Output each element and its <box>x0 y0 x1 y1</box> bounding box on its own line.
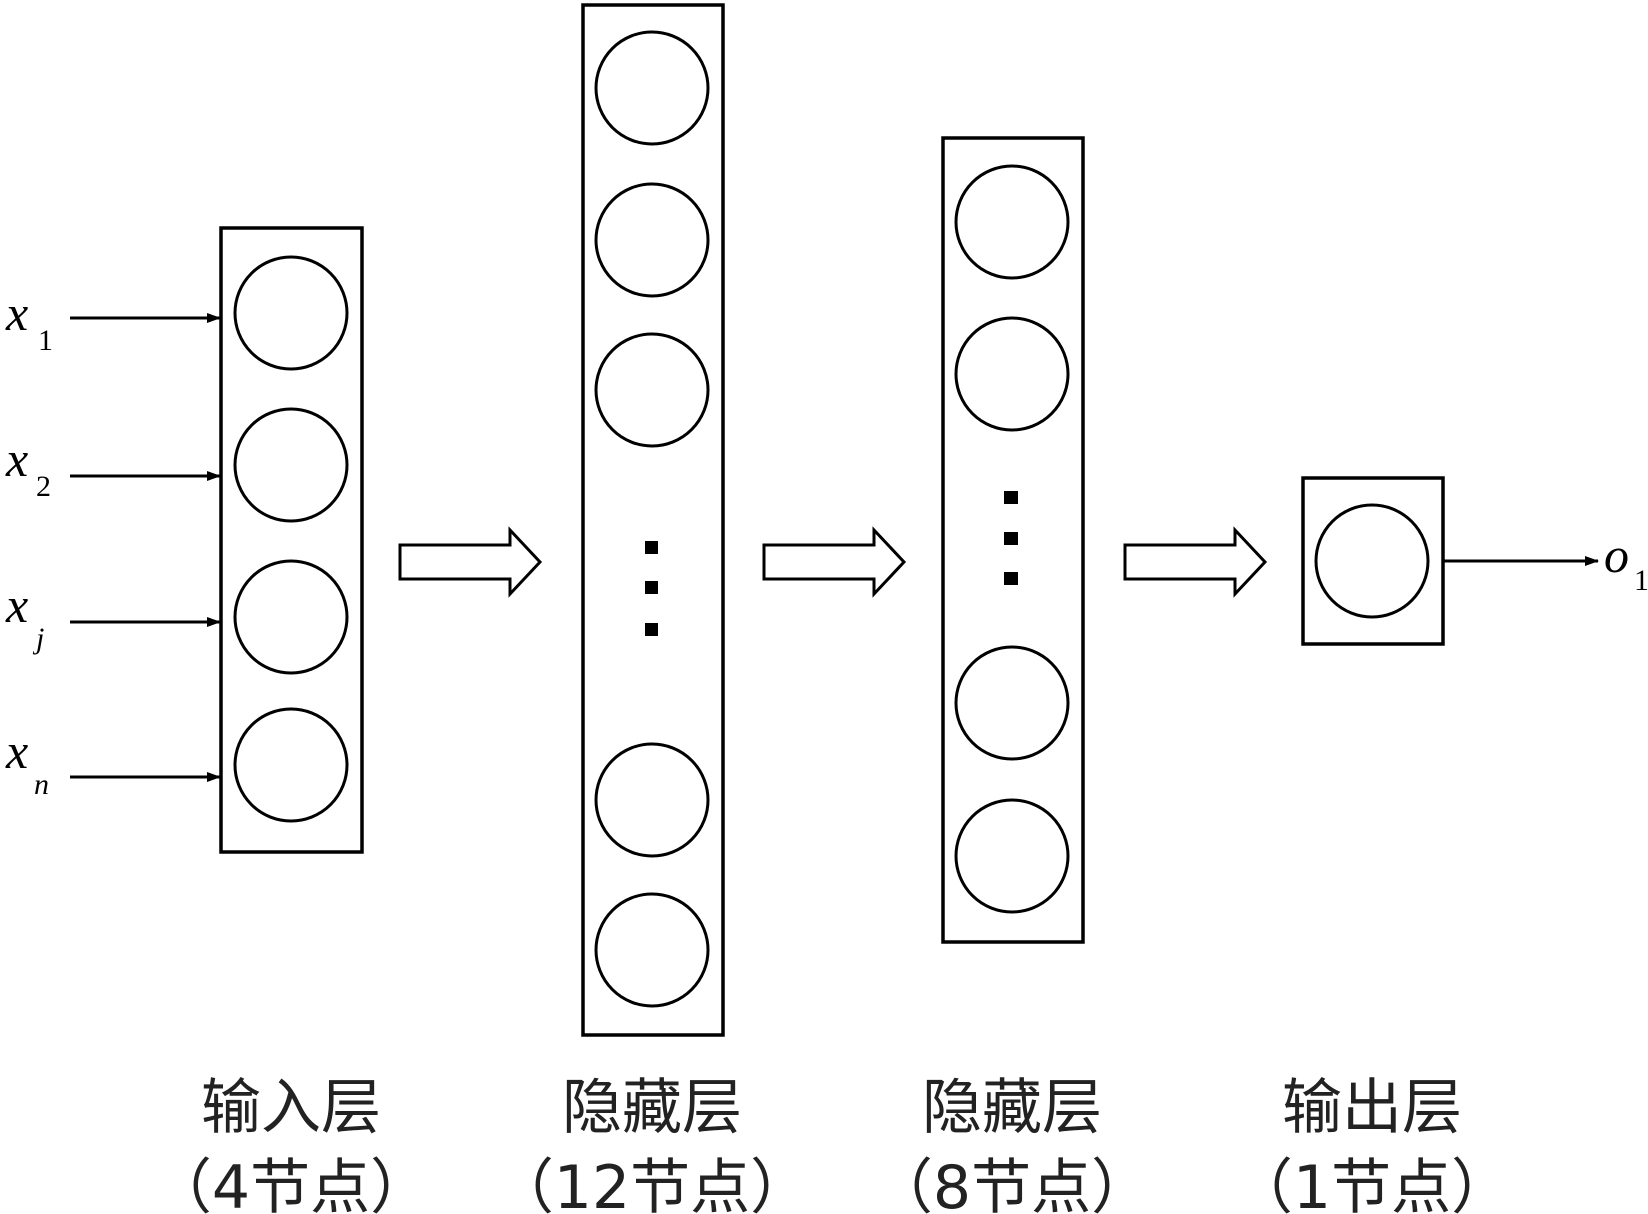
input-node-4 <box>233 707 349 823</box>
input-x1-symbol: x <box>5 285 28 341</box>
caption-input-layer-nodes: （4节点） <box>152 1153 430 1214</box>
output-layer <box>1301 476 1445 646</box>
hidden-layer-2 <box>941 136 1085 944</box>
input-node-3 <box>233 559 349 675</box>
caption-hidden-layer-1-nodes: （12节点） <box>494 1153 810 1214</box>
input-xj-symbol: x <box>5 577 28 633</box>
caption-hidden-layer-1: 隐藏层 （12节点） <box>494 1073 810 1214</box>
hidden-layer-1 <box>581 3 725 1037</box>
hidden2-node-4 <box>954 798 1070 914</box>
input-x2-symbol: x <box>5 431 28 487</box>
hidden1-ellipsis-dot-2 <box>645 581 658 594</box>
input-x2-subscript: 2 <box>36 470 51 503</box>
hidden2-node-1 <box>954 164 1070 280</box>
caption-output-layer: 输出层 （1节点） <box>1233 1073 1511 1214</box>
caption-input-layer: 输入层 （4节点） <box>152 1073 430 1214</box>
caption-hidden-layer-1-name: 隐藏层 <box>562 1073 742 1143</box>
caption-output-layer-nodes: （1节点） <box>1233 1153 1511 1214</box>
caption-output-layer-name: 输出层 <box>1282 1073 1462 1143</box>
output-o1-subscript: 1 <box>1634 564 1648 597</box>
output-o1-symbol: o <box>1604 527 1629 583</box>
caption-input-layer-name: 输入层 <box>201 1073 381 1143</box>
input-xn-symbol: x <box>5 723 28 779</box>
output-node-1 <box>1314 503 1430 619</box>
hidden1-ellipsis-dot-1 <box>645 541 658 554</box>
flow-arrow-2 <box>762 526 907 598</box>
hidden1-node-1 <box>594 30 710 146</box>
flow-arrow-1 <box>398 526 543 598</box>
hidden1-node-5 <box>594 892 710 1008</box>
input-x2-label: x 2 <box>5 431 51 503</box>
caption-hidden-layer-2: 隐藏层 （8节点） <box>873 1073 1151 1214</box>
input-x1-label: x 1 <box>5 285 53 357</box>
input-xj-subscript: j <box>32 622 44 655</box>
input-node-2 <box>233 407 349 523</box>
caption-hidden-layer-2-nodes: （8节点） <box>873 1153 1151 1214</box>
flow-arrow-3 <box>1123 526 1268 598</box>
caption-hidden-layer-2-name: 隐藏层 <box>922 1073 1102 1143</box>
hidden1-node-2 <box>594 182 710 298</box>
hidden1-ellipsis-dot-3 <box>645 623 658 636</box>
hidden1-node-4 <box>594 742 710 858</box>
input-x1-subscript: 1 <box>38 324 53 357</box>
hidden2-ellipsis-dot-2 <box>1004 532 1018 545</box>
input-node-1 <box>233 255 349 371</box>
hidden2-ellipsis-dot-3 <box>1004 572 1018 585</box>
output-o1-label: o 1 <box>1604 527 1648 597</box>
input-xn-subscript: n <box>34 768 49 801</box>
input-xj-label: x j <box>5 577 44 655</box>
hidden2-node-3 <box>954 645 1070 761</box>
hidden1-node-3 <box>594 332 710 448</box>
hidden2-node-2 <box>954 316 1070 432</box>
hidden-layer-1-box <box>581 3 725 1037</box>
input-layer <box>219 226 364 854</box>
hidden2-ellipsis-dot-1 <box>1004 491 1018 504</box>
input-xn-label: x n <box>5 723 49 801</box>
